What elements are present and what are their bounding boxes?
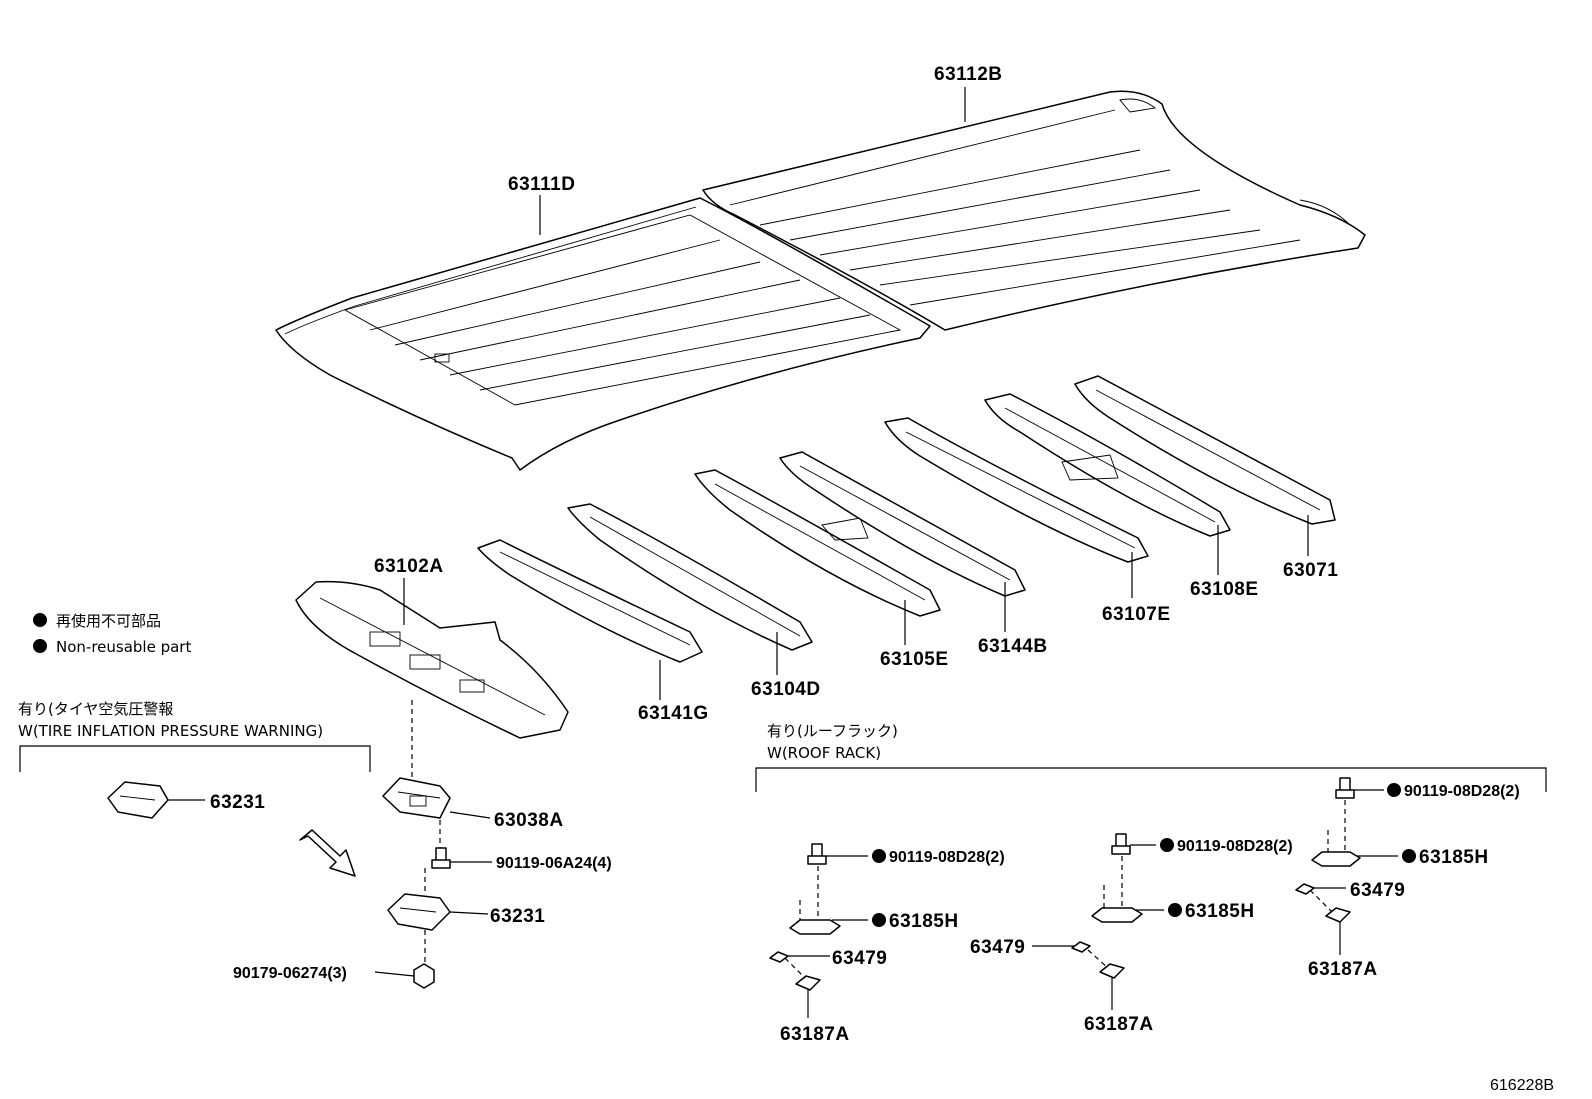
legend-jp: 再使用不可部品 bbox=[56, 612, 161, 630]
rr3-bracket-label[interactable]: 63185H bbox=[1419, 847, 1489, 868]
rr1-pad[interactable] bbox=[769, 951, 789, 963]
label-63111D[interactable]: 63111D bbox=[508, 174, 575, 195]
rr3-pad[interactable] bbox=[1295, 883, 1315, 895]
rr2-pad[interactable] bbox=[1071, 941, 1091, 953]
roof-panel-front[interactable] bbox=[275, 197, 931, 471]
roof-panel-rear[interactable] bbox=[702, 90, 1366, 331]
rr3-bracket[interactable] bbox=[1311, 851, 1361, 867]
roof-bow-63108E[interactable] bbox=[984, 393, 1231, 537]
roof-bow-63104D[interactable] bbox=[567, 503, 813, 651]
label-63231-lower[interactable]: 63231 bbox=[490, 906, 545, 927]
legend-dot-icon bbox=[33, 639, 47, 653]
rr1-bolt-label[interactable]: 90119-08D28(2) bbox=[889, 849, 1005, 866]
rr3-pad-label[interactable]: 63479 bbox=[1350, 880, 1405, 901]
tpms-bracket-lower[interactable] bbox=[387, 893, 451, 931]
rr1-bracket[interactable] bbox=[789, 919, 841, 935]
label-90179-06274[interactable]: 90179-06274(3) bbox=[233, 965, 347, 982]
roof-rail-63071[interactable] bbox=[1074, 375, 1336, 525]
label-63104D[interactable]: 63104D bbox=[751, 679, 821, 700]
front-direction-arrow-icon bbox=[299, 829, 356, 877]
roof-bow-63144B[interactable] bbox=[779, 451, 1026, 597]
roof-rack-label-jp: 有り(ルーフラック) bbox=[767, 722, 898, 740]
roof-bow-63105E[interactable] bbox=[694, 469, 941, 617]
rr2-clip[interactable] bbox=[1099, 963, 1125, 979]
label-63141G[interactable]: 63141G bbox=[638, 703, 709, 724]
nonreusable-dot-icon bbox=[872, 913, 886, 927]
tpms-label-jp: 有り(タイヤ空気圧警報 bbox=[18, 700, 173, 718]
rr1-pad-label[interactable]: 63479 bbox=[832, 948, 887, 969]
rr1-clip[interactable] bbox=[795, 975, 821, 991]
roof-rack-section-bracket bbox=[755, 767, 1547, 792]
rr3-clip-label[interactable]: 63187A bbox=[1308, 959, 1378, 980]
label-63102A[interactable]: 63102A bbox=[374, 556, 444, 577]
label-63105E[interactable]: 63105E bbox=[880, 649, 949, 670]
tpms-receiver[interactable] bbox=[382, 777, 451, 819]
tpms-bracket-left[interactable] bbox=[107, 781, 169, 819]
rr1-clip-label[interactable]: 63187A bbox=[780, 1024, 850, 1045]
label-63231-left[interactable]: 63231 bbox=[210, 792, 265, 813]
roof-bow-63107E[interactable] bbox=[884, 417, 1149, 563]
rr2-bracket[interactable] bbox=[1091, 907, 1143, 923]
label-63112B[interactable]: 63112B bbox=[934, 64, 1003, 85]
tpms-section-bracket bbox=[19, 745, 371, 772]
rr2-bolt[interactable] bbox=[1111, 833, 1131, 855]
rr2-clip-label[interactable]: 63187A bbox=[1084, 1014, 1154, 1035]
label-63144B[interactable]: 63144B bbox=[978, 636, 1048, 657]
rr1-bolt[interactable] bbox=[807, 843, 827, 865]
diagram-code: 616228B bbox=[1490, 1077, 1554, 1094]
roof-rack-label-en: W(ROOF RACK) bbox=[767, 744, 881, 762]
label-63108E[interactable]: 63108E bbox=[1190, 579, 1259, 600]
rr3-bolt-label[interactable]: 90119-08D28(2) bbox=[1404, 783, 1520, 800]
rr2-pad-label[interactable]: 63479 bbox=[970, 937, 1025, 958]
label-90119-06A24[interactable]: 90119-06A24(4) bbox=[496, 855, 612, 872]
rr3-bolt[interactable] bbox=[1335, 777, 1355, 799]
label-63038A[interactable]: 63038A bbox=[494, 810, 564, 831]
rr2-bolt-label[interactable]: 90119-08D28(2) bbox=[1177, 838, 1293, 855]
nonreusable-dot-icon bbox=[1168, 903, 1182, 917]
rr1-bracket-label[interactable]: 63185H bbox=[889, 911, 959, 932]
label-63071[interactable]: 63071 bbox=[1283, 560, 1338, 581]
legend-dot-icon bbox=[33, 613, 47, 627]
label-63107E[interactable]: 63107E bbox=[1102, 604, 1171, 625]
rr2-bracket-label[interactable]: 63185H bbox=[1185, 901, 1255, 922]
nonreusable-dot-icon bbox=[1160, 838, 1174, 852]
bolt-90119-06A24[interactable] bbox=[431, 847, 451, 869]
nonreusable-dot-icon bbox=[1402, 849, 1416, 863]
front-header-panel[interactable] bbox=[295, 580, 569, 739]
tpms-label-en: W(TIRE INFLATION PRESSURE WARNING) bbox=[18, 722, 323, 740]
roof-rail-63141G[interactable] bbox=[477, 539, 703, 663]
nonreusable-dot-icon bbox=[872, 849, 886, 863]
nut-90179-06274[interactable] bbox=[413, 963, 435, 989]
legend-en: Non-reusable part bbox=[56, 638, 191, 656]
nonreusable-dot-icon bbox=[1387, 783, 1401, 797]
